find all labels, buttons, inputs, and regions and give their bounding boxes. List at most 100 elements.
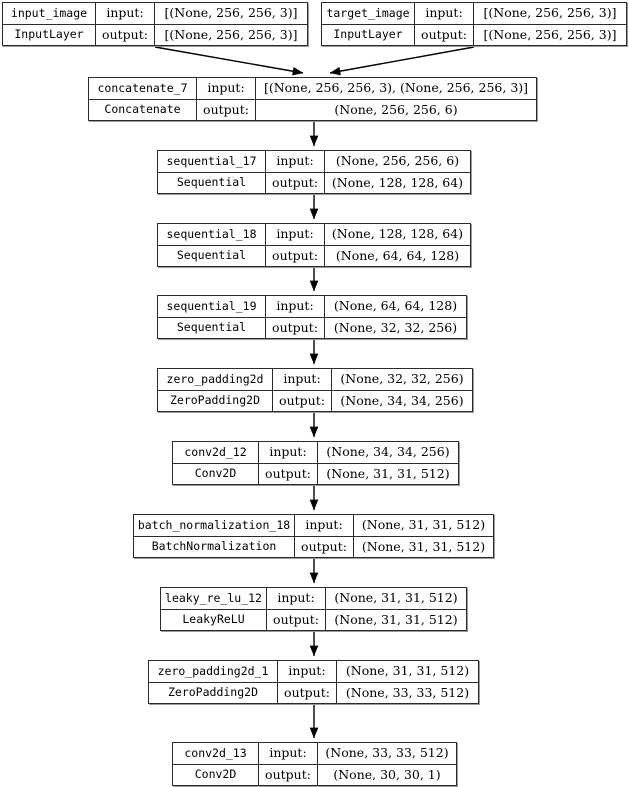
layer-input-shape: [(None, 256, 256, 3), (None, 256, 256, 3… — [263, 80, 529, 95]
layer-output-label: output: — [259, 764, 318, 785]
layer-output-shape: (None, 34, 34, 256) — [340, 392, 464, 408]
layer-input-shape: [(None, 256, 256, 3)] — [164, 5, 298, 20]
layer-output-shape: [(None, 256, 256, 3)] — [164, 26, 298, 42]
layer-output-shape: (None, 31, 31, 512) — [361, 538, 486, 554]
layer-type: LeakyReLU — [161, 609, 267, 630]
layer-output-label: output: — [267, 609, 326, 630]
layer-type: BatchNormalization — [134, 536, 295, 557]
layer-name: sequential_17 — [158, 151, 266, 172]
layer-input-label: input: — [259, 743, 318, 764]
layer-type: Conv2D — [173, 764, 259, 785]
layer-input-shape: (None, 31, 31, 512) — [361, 517, 486, 532]
layer-output-label: output: — [96, 24, 155, 45]
layer-input-label: input: — [96, 3, 155, 24]
edge-input_image-to-concatenate_7 — [154, 46, 304, 76]
layer-type: Conv2D — [173, 463, 259, 484]
layer-name: input_image — [3, 3, 96, 24]
layer-type: InputLayer — [322, 24, 415, 45]
layer-name: target_image — [322, 3, 415, 24]
layer-output-shape: (None, 30, 30, 1) — [333, 766, 441, 782]
layer-output-label: output: — [266, 245, 325, 266]
layer-output-shape: (None, 32, 32, 256) — [333, 319, 458, 335]
layer-input-label: input: — [278, 661, 337, 682]
layer-output-shape: (None, 31, 31, 512) — [326, 465, 450, 481]
layer-type: Sequential — [158, 245, 266, 266]
layer-input-shape: (None, 256, 256, 6) — [335, 153, 460, 168]
layer-input-shape: (None, 32, 32, 256) — [340, 371, 464, 386]
layer-name: conv2d_13 — [173, 743, 259, 764]
layer-output-shape: (None, 256, 256, 6) — [334, 101, 458, 117]
layer-type: ZeroPadding2D — [149, 682, 278, 703]
layer-output-label: output: — [266, 172, 325, 193]
layer-input-label: input: — [197, 78, 256, 99]
layer-output-shape: (None, 33, 33, 512) — [345, 684, 470, 700]
layer-input-shape: (None, 31, 31, 512) — [334, 590, 458, 605]
layer-name: batch_normalization_18 — [134, 515, 295, 536]
layer-output-label: output: — [197, 99, 256, 120]
layer-type: Concatenate — [89, 99, 197, 120]
layer-output-label: output: — [295, 536, 354, 557]
layer-input-shape: (None, 64, 64, 128) — [333, 298, 458, 313]
layer-input-label: input: — [259, 442, 318, 463]
layer-type: Sequential — [158, 172, 266, 193]
layer-name: zero_padding2d — [158, 369, 273, 390]
layer-name: concatenate_7 — [89, 78, 197, 99]
layer-input-label: input: — [267, 588, 326, 609]
layer-input-label: input: — [273, 369, 332, 390]
layer-input-label: input: — [266, 224, 325, 245]
layer-input-label: input: — [415, 3, 474, 24]
layer-output-shape: (None, 128, 128, 64) — [331, 174, 464, 190]
layer-name: conv2d_12 — [173, 442, 259, 463]
layer-type: Sequential — [158, 317, 266, 338]
layer-input-label: input: — [266, 151, 325, 172]
layer-output-label: output: — [259, 463, 318, 484]
layer-input-label: input: — [295, 515, 354, 536]
layer-output-label: output: — [273, 390, 332, 411]
layer-output-shape: (None, 31, 31, 512) — [334, 611, 458, 627]
layer-type: ZeroPadding2D — [158, 390, 273, 411]
layer-output-shape: (None, 64, 64, 128) — [335, 247, 460, 263]
layer-output-label: output: — [415, 24, 474, 45]
layer-input-shape: (None, 31, 31, 512) — [345, 663, 470, 678]
layer-type: InputLayer — [3, 24, 96, 45]
layer-input-shape: (None, 33, 33, 512) — [325, 745, 449, 760]
layer-input-shape: (None, 128, 128, 64) — [331, 226, 464, 241]
layer-name: zero_padding2d_1 — [149, 661, 278, 682]
layer-name: sequential_18 — [158, 224, 266, 245]
